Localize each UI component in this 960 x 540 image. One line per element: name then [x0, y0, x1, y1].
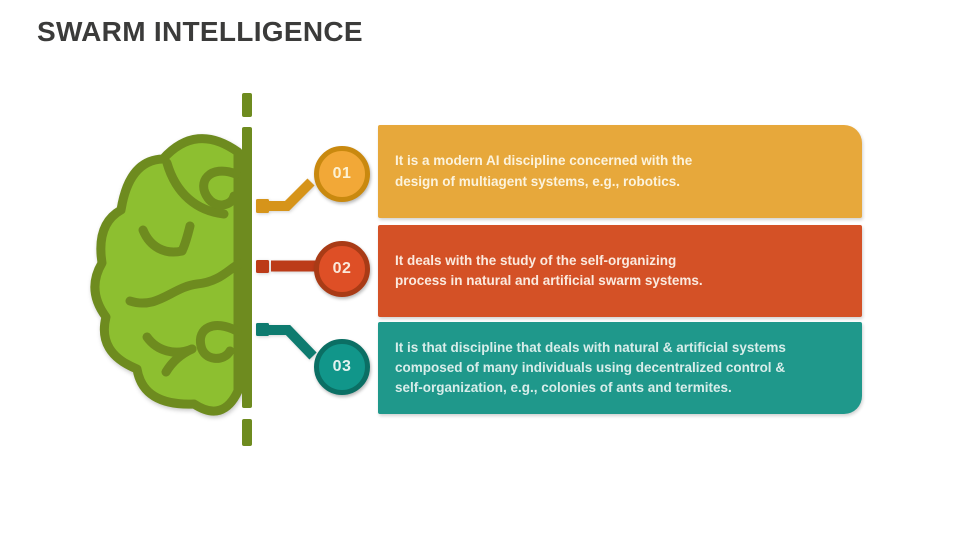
dashed-divider-line [242, 93, 252, 446]
info-box-02: It deals with the study of the self-orga… [378, 225, 862, 317]
step-number-03: 03 [332, 358, 352, 375]
info-box-03: It is that discipline that deals with na… [378, 322, 862, 414]
step-badge-01: 01 [314, 146, 370, 202]
info-box-01-text: It is a modern AI discipline concerned w… [395, 153, 693, 189]
connector-03-icon [256, 323, 317, 360]
brain-icon [90, 134, 244, 416]
step-badge-03: 03 [314, 339, 370, 395]
step-number-01: 01 [332, 165, 352, 182]
step-number-02: 02 [332, 260, 352, 277]
info-box-02-text: It deals with the study of the self-orga… [395, 252, 703, 288]
step-badge-02: 02 [314, 241, 370, 297]
connector-01-icon [256, 178, 315, 213]
info-box-03-text: It is that discipline that deals with na… [395, 339, 786, 396]
info-box-01: It is a modern AI discipline concerned w… [378, 125, 862, 218]
slide-title: SWARM INTELLIGENCE [37, 16, 363, 47]
